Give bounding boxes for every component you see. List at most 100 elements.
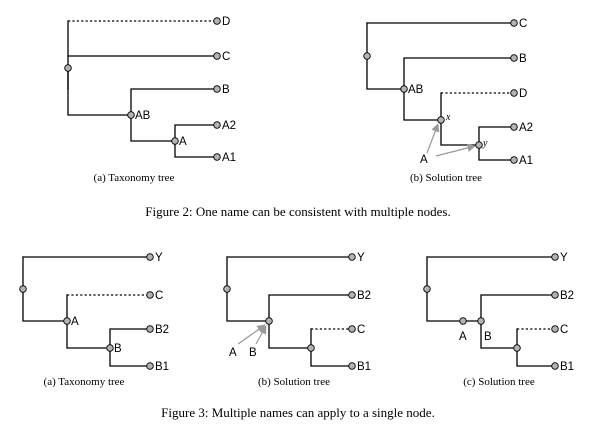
leaf-b1-node <box>551 362 559 370</box>
y-node <box>475 141 483 149</box>
edge-y-a1 <box>478 144 515 161</box>
leaf-c-node <box>146 291 154 299</box>
subcaption: (b) Solution tree <box>258 376 330 388</box>
root-node <box>64 64 72 72</box>
arrow-b-to-node <box>255 325 267 345</box>
leaf-label-b1: B1 <box>155 361 169 373</box>
edge-b-b2 <box>480 294 556 322</box>
fig3-taxonomy-tree: Y C B2 B1 A B (a) Taxonomy tree <box>19 252 169 388</box>
edge-ab-a <box>130 114 176 142</box>
edge-b-b1 <box>109 347 151 367</box>
leaf-c-node <box>348 325 356 333</box>
leaf-c-node <box>213 52 221 60</box>
leaf-label-b1: B1 <box>357 361 371 373</box>
internal-label-a: A <box>71 316 79 328</box>
fig3-solution-tree-b: Y B2 C B1 A B (b) Solution tree <box>223 252 371 388</box>
m-node <box>513 344 521 352</box>
leaf-b2-node <box>551 291 559 299</box>
edge-n-b2 <box>268 294 353 322</box>
leaf-b2-node <box>348 291 356 299</box>
pointer-label-a: A <box>420 154 428 166</box>
edge-root-stem <box>22 256 68 322</box>
leaf-label-c: C <box>155 290 163 302</box>
edge-n-stem <box>268 320 312 349</box>
root-node <box>19 285 27 293</box>
subcaption: (c) Solution tree <box>463 376 535 388</box>
leaf-label-a2: A2 <box>519 122 533 134</box>
edge-x-stem <box>440 92 480 146</box>
leaf-y-node <box>348 253 356 261</box>
leaf-label-a1: A1 <box>519 155 533 167</box>
marker-x: x <box>445 112 451 123</box>
internal-label-ab: AB <box>135 110 151 122</box>
figure2-caption: Figure 2: One name can be consistent wit… <box>145 204 450 219</box>
leaf-b2-node <box>146 325 154 333</box>
b-node <box>106 344 114 352</box>
pointer-label-a: A <box>229 347 237 359</box>
leaf-d-node <box>213 17 221 25</box>
leaf-b-node <box>213 85 221 93</box>
a-node <box>63 317 71 325</box>
edge-b-stem <box>480 320 518 349</box>
root-node <box>423 285 431 293</box>
leaf-label-c: C <box>222 51 230 63</box>
leaf-label-y: Y <box>357 252 365 264</box>
n-node <box>265 317 273 325</box>
m-node <box>307 344 315 352</box>
internal-label-b: B <box>484 331 492 343</box>
leaf-label-c: C <box>519 18 527 30</box>
leaf-c-node <box>551 325 559 333</box>
leaf-b1-node <box>146 362 154 370</box>
leaf-label-b1: B1 <box>560 361 574 373</box>
leaf-label-c: C <box>357 324 365 336</box>
leaf-label-b2: B2 <box>560 290 574 302</box>
leaf-a2-node <box>510 123 518 131</box>
internal-label-b: B <box>114 343 122 355</box>
leaf-y-node <box>551 253 559 261</box>
leaf-label-b2: B2 <box>155 324 169 336</box>
leaf-label-c: C <box>560 324 568 336</box>
subcaption: (a) Taxonomy tree <box>94 172 175 184</box>
edge-m-b1 <box>516 347 556 367</box>
internal-label-ab: AB <box>408 84 424 96</box>
leaf-a1-node <box>510 156 518 164</box>
internal-label-a: A <box>179 136 187 148</box>
leaf-label-b: B <box>519 53 527 65</box>
leaf-label-b2: B2 <box>357 290 371 302</box>
leaf-a2-node <box>213 121 221 129</box>
edge-root-stem <box>366 22 405 90</box>
leaf-d-node <box>510 89 518 97</box>
root-node <box>363 52 371 60</box>
pointer-label-b: B <box>249 347 257 359</box>
x-node <box>437 116 445 124</box>
fig3-solution-tree-c: Y B2 C B1 A B (c) Solution tree <box>423 252 574 388</box>
leaf-a1-node <box>213 153 221 161</box>
fig2-taxonomy-tree: D C B A2 A1 AB A (a) Taxonomy tree <box>64 16 236 184</box>
leaf-b-node <box>510 54 518 62</box>
a-node <box>171 137 179 145</box>
edge-root-stem <box>226 256 270 322</box>
leaf-label-b: B <box>222 84 230 96</box>
leaf-label-y: Y <box>560 252 568 264</box>
figure3-caption: Figure 3: Multiple names can apply to a … <box>161 405 435 420</box>
b-node <box>477 317 485 325</box>
edge-a-stem <box>66 294 111 349</box>
ab-node <box>127 111 135 119</box>
leaf-y-node <box>146 253 154 261</box>
fig2-solution-tree: C B D A2 A1 AB x y A (b) Solution tree <box>363 18 533 184</box>
edge-m-b1 <box>310 347 353 367</box>
internal-label-a: A <box>459 331 467 343</box>
arrow-to-x <box>426 123 440 154</box>
root-node <box>223 285 231 293</box>
arrow-to-y <box>435 143 476 157</box>
edge-root-ab <box>67 67 132 116</box>
marker-y: y <box>482 138 488 149</box>
a-node <box>459 317 467 325</box>
ab-node <box>400 85 408 93</box>
leaf-c-node <box>510 19 518 27</box>
edge-a-a1 <box>174 140 218 158</box>
subcaption: (a) Taxonomy tree <box>44 376 125 388</box>
edge-ab-x <box>403 88 442 121</box>
leaf-label-y: Y <box>155 252 163 264</box>
